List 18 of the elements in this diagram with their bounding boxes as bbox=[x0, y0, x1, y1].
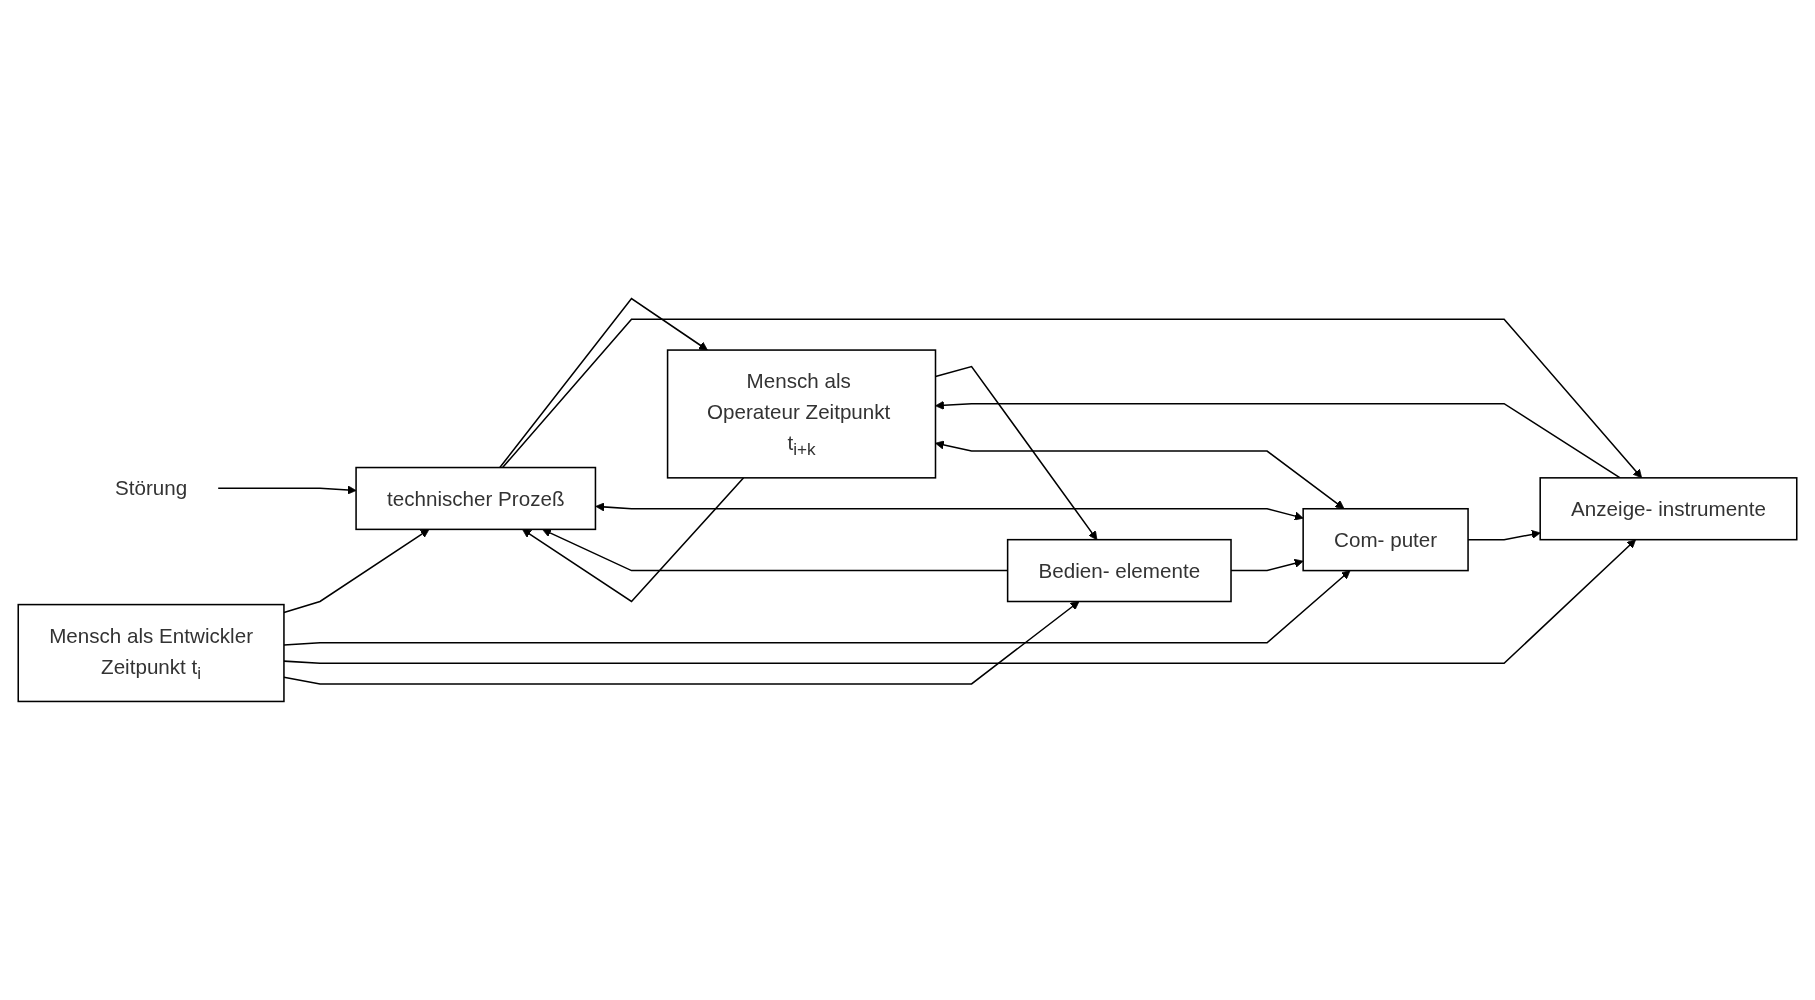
arrow bbox=[499, 297, 708, 469]
arrow bbox=[935, 400, 1621, 479]
node-box: Mensch als Operateur Zeitpunkt t$_{i+k}$ bbox=[666, 349, 937, 479]
arrow bbox=[283, 539, 1636, 665]
arrow bbox=[501, 318, 1643, 479]
node-box: Anzeige- instrumente bbox=[1539, 477, 1798, 541]
arrow bbox=[283, 528, 430, 614]
node-text: Störung bbox=[114, 476, 188, 500]
arrow bbox=[283, 570, 1351, 646]
node-box: technischer Prozeß bbox=[355, 466, 597, 531]
node-box: Mensch als Entwickler Zeitpunkt t$_{i}$ bbox=[17, 603, 285, 703]
arrow bbox=[935, 440, 1345, 509]
arrow bbox=[217, 485, 357, 495]
arrow bbox=[595, 502, 1304, 521]
arrow bbox=[522, 477, 745, 603]
node-box: Com- puter bbox=[1302, 508, 1469, 572]
arrow bbox=[283, 601, 1080, 685]
node-box: Bedien- elemente bbox=[1006, 538, 1232, 603]
